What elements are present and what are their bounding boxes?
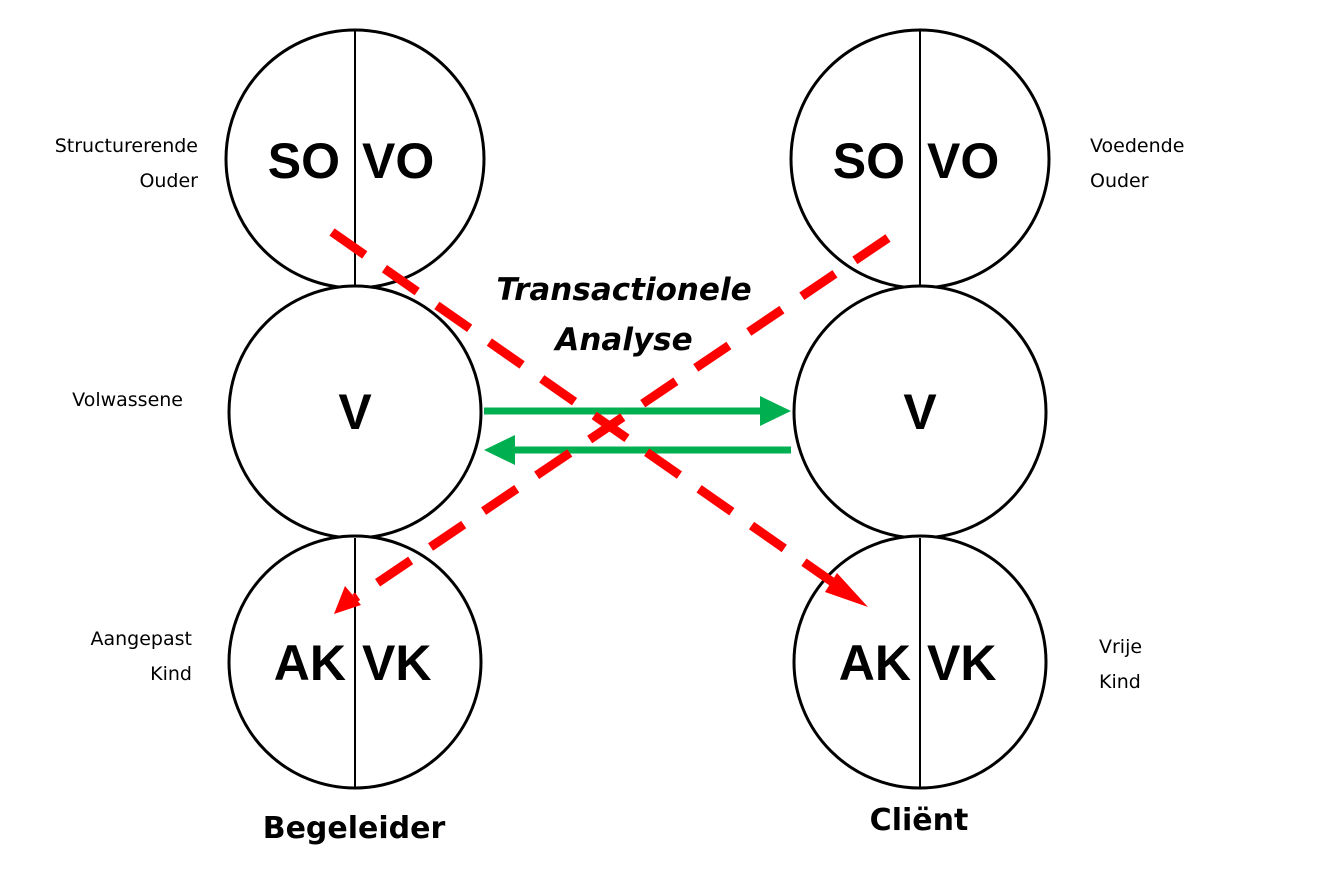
right-vo: VO: [927, 133, 999, 189]
right-v: V: [903, 384, 937, 440]
left-ego-states: [224, 28, 486, 790]
red-dashed-arrow-vo-to-ak: [352, 234, 891, 602]
left-ak: AK: [274, 635, 346, 691]
label-voedende: Voedende: [1090, 135, 1184, 157]
label-kind-left: Kind: [150, 663, 192, 685]
left-vk: VK: [362, 635, 431, 691]
right-ak: AK: [839, 635, 911, 691]
name-client: Cliënt: [870, 803, 969, 838]
left-so: SO: [268, 133, 340, 189]
green-arrow-left-head: [484, 435, 515, 465]
diagram-title-line1: Transactionele: [496, 272, 751, 308]
label-kind-right: Kind: [1099, 671, 1141, 693]
red-arrowhead-left: [334, 586, 361, 614]
crossed-transaction: [329, 228, 891, 614]
red-arrowhead-right: [825, 573, 868, 607]
left-v: V: [338, 384, 372, 440]
label-volwassene: Volwassene: [72, 389, 183, 411]
label-vrije: Vrije: [1099, 636, 1142, 658]
red-dashed-arrow-so-to-vk: [329, 228, 851, 597]
diagram-title-line2: Analyse: [552, 322, 692, 358]
label-ouder-left: Ouder: [139, 170, 198, 192]
right-vk: VK: [927, 635, 996, 691]
label-ouder-right: Ouder: [1090, 170, 1149, 192]
label-structurerende: Structurerende: [55, 135, 198, 157]
left-vo: VO: [362, 133, 434, 189]
name-begeleider: Begeleider: [263, 811, 446, 846]
green-arrow-right-head: [760, 396, 791, 426]
label-aangepast: Aangepast: [91, 628, 193, 650]
complementary-transaction: [484, 396, 791, 465]
right-so: SO: [833, 133, 905, 189]
